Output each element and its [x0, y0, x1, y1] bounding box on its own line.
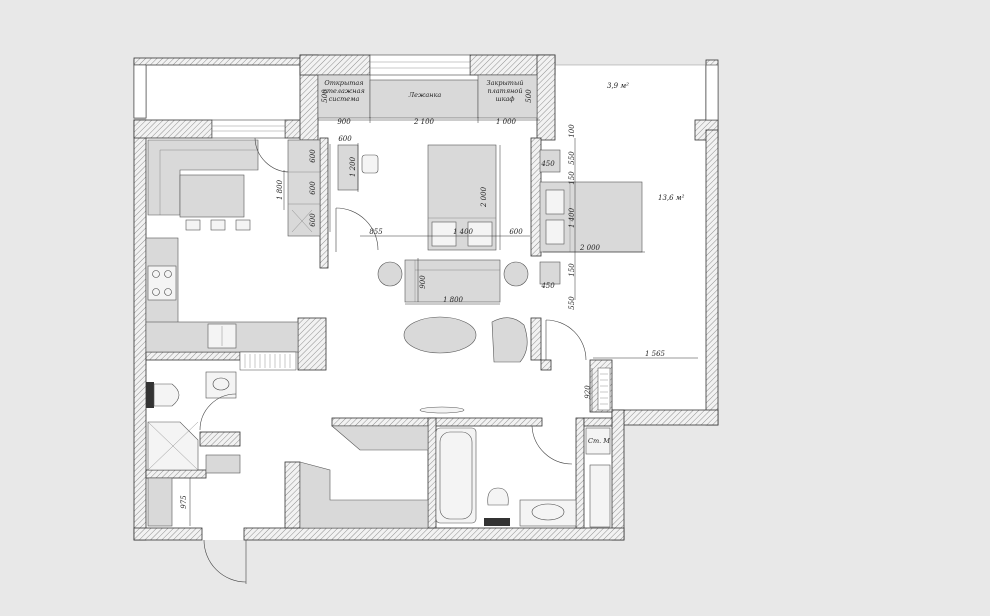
closed-cabinet-label-1: Закрытый [487, 79, 524, 87]
bedroom [539, 149, 643, 411]
dim-br-450-a: 450 [540, 160, 555, 168]
dim-br-2000: 2 000 [579, 244, 601, 252]
dim-sofa-900: 900 [419, 275, 427, 289]
dim-top-2100: 2 100 [413, 118, 435, 126]
loggia-left-floor [146, 65, 300, 120]
dim-shelf-600-a: 600 [309, 149, 317, 163]
dim-bed-2000: 2 000 [480, 186, 488, 208]
bedroom-area: 13,6 м² [658, 194, 685, 202]
loggia-area: 3,9 м² [607, 82, 629, 90]
open-storage-label-3: система [329, 95, 360, 103]
lounger-label: Лежанка [408, 91, 442, 99]
dim-shelf-1800: 1 800 [276, 179, 284, 200]
bathrooms [146, 371, 611, 584]
kitchen [145, 137, 299, 371]
windows [133, 54, 719, 139]
dim-desk-1200: 1 200 [349, 156, 357, 177]
dim-entry-975: 975 [180, 495, 188, 509]
dim-shelf-600-c: 600 [309, 213, 317, 227]
dim-left-500: 500 [321, 89, 329, 103]
balcony-furniture [317, 74, 538, 119]
dim-br-450-b: 450 [540, 282, 555, 290]
living-room [287, 139, 529, 414]
dim-right-500: 500 [525, 89, 533, 103]
open-storage-label-2: стелажная [323, 87, 365, 95]
dim-bed-855: 855 [369, 228, 383, 236]
dimension-lines [189, 117, 698, 526]
dim-bed-600: 600 [509, 228, 523, 236]
dim-hall-920: 920 [584, 385, 592, 399]
dim-br-150-b: 150 [568, 263, 576, 277]
dim-top-1000: 1 000 [496, 118, 517, 126]
dim-br-550-b: 550 [568, 296, 576, 310]
storage-unit-label: Ст. М [588, 437, 610, 445]
loggia-right-floor [555, 65, 705, 138]
dim-shelf-600-top: 600 [338, 135, 352, 143]
dim-br-1400: 1 400 [568, 207, 576, 228]
open-storage-label-1: Открытая [324, 79, 363, 87]
dim-shelf-600-b: 600 [309, 181, 317, 195]
dim-br-100: 100 [568, 124, 576, 138]
dim-bed-1400: 1 400 [453, 228, 474, 236]
dim-top-900: 900 [337, 118, 351, 126]
dim-br-1565: 1 565 [645, 350, 666, 358]
dim-br-150-a: 150 [568, 171, 576, 185]
closed-cabinet-label-3: шкаф [495, 95, 514, 103]
labels: 3,9 м² 13,6 м² Открытая стелажная систем… [180, 79, 685, 509]
dim-br-550-a: 550 [568, 151, 576, 165]
dim-sofa-1800: 1 800 [443, 296, 464, 304]
closed-cabinet-label-2: платяной [487, 87, 522, 95]
